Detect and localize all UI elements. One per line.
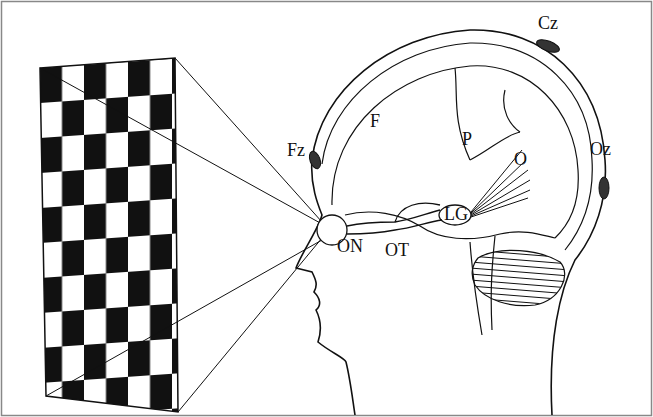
sight-lines	[40, 58, 322, 412]
optic-radiations	[471, 150, 530, 217]
anatomy-label: Fz	[287, 141, 305, 159]
anatomy-label: O	[514, 150, 527, 168]
electrodes	[307, 37, 609, 199]
brain-outline	[332, 66, 578, 335]
anatomy-label: P	[462, 130, 472, 148]
checkerboard	[40, 58, 178, 412]
anatomy-label: OT	[385, 241, 409, 259]
anatomy-label: ON	[337, 237, 363, 255]
anatomy-label: Oz	[590, 140, 611, 158]
cerebellum-hatching	[470, 250, 570, 306]
anatomy-label: Cz	[538, 14, 558, 32]
head-profile	[296, 30, 605, 415]
anatomy-label: LG	[444, 205, 468, 223]
anatomy-label: F	[370, 112, 380, 130]
